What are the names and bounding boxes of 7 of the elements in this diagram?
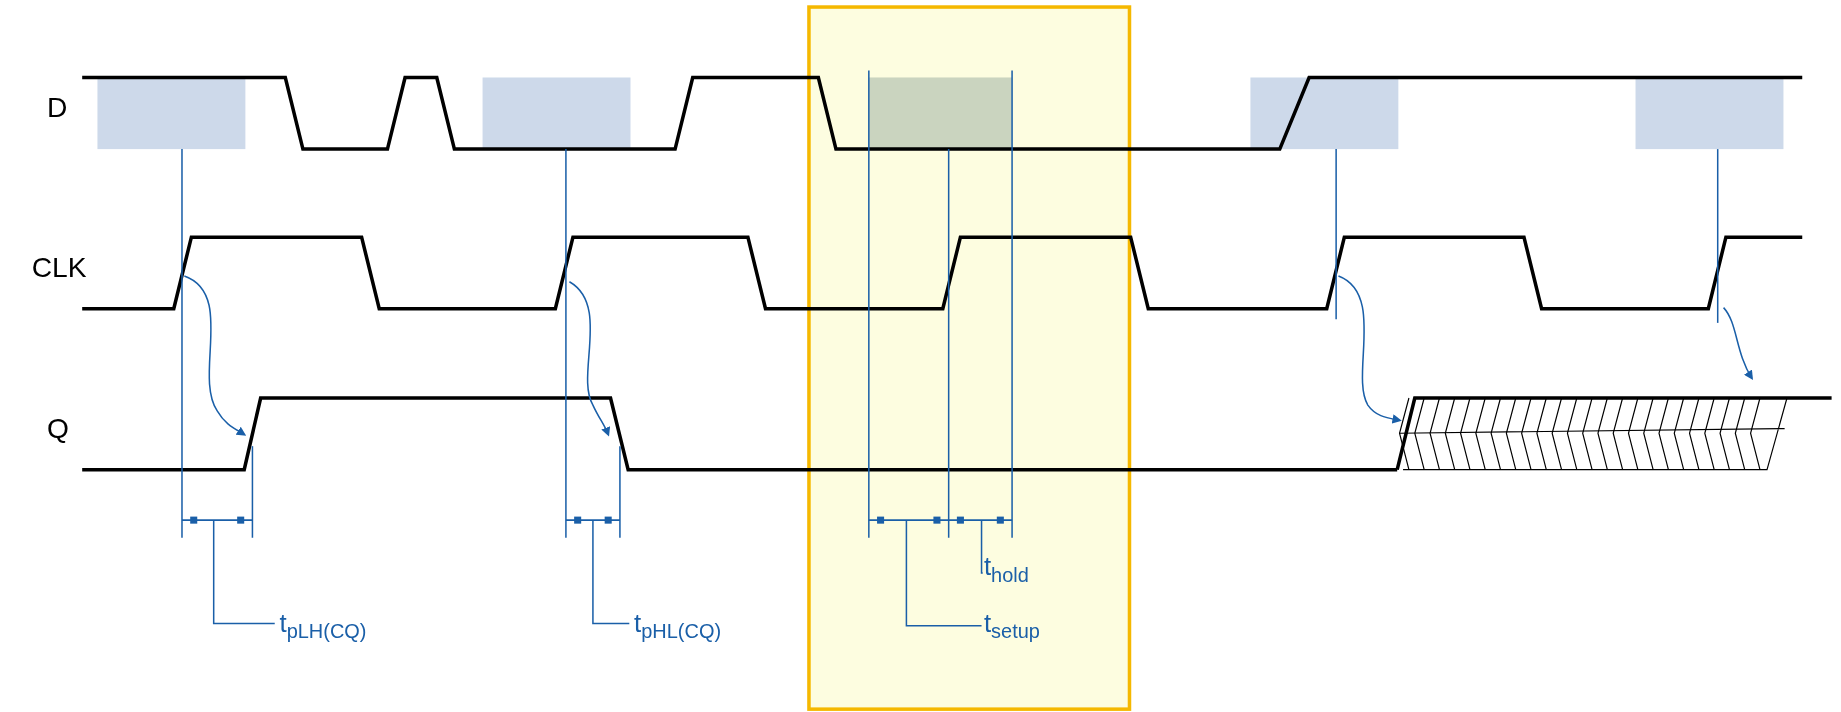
signal-name: D — [46, 93, 68, 123]
signal-name: CLK — [31, 253, 87, 282]
timing-label: t$_{pHL(CQ)}$ — [634, 610, 722, 642]
timing-label: t$_{pLH(CQ)}$ — [279, 610, 367, 642]
timing-label: t$_{setup}$ — [983, 610, 1040, 642]
timing-label: t$_{hold}$ — [983, 554, 1029, 586]
signal-name: Q — [46, 414, 69, 443]
